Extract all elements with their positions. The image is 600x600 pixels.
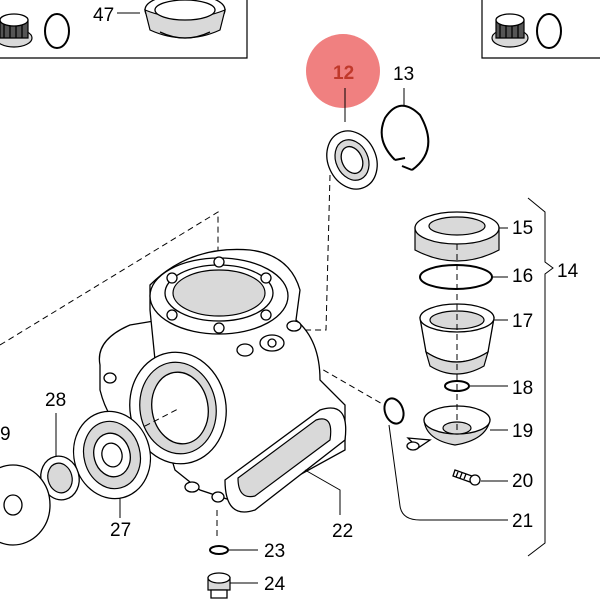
- part-13-circlip: [380, 104, 430, 171]
- part-16-o-ring: [419, 264, 493, 290]
- label-13: 13: [393, 64, 414, 85]
- label-21: 21: [512, 511, 533, 532]
- part-28-ring: [40, 455, 80, 501]
- label-16: 16: [512, 266, 533, 287]
- label-14: 14: [557, 261, 579, 282]
- label-9: 9: [0, 424, 11, 445]
- valve-cap-left: [0, 13, 33, 48]
- label-47: 47: [93, 5, 114, 26]
- part-19-cover: [406, 405, 491, 451]
- label-27: 27: [110, 520, 131, 541]
- part-12-seal: [326, 130, 378, 190]
- part-24-plug: [207, 572, 231, 599]
- valve-cap-right: [491, 13, 529, 48]
- label-17: 17: [512, 311, 533, 332]
- label-12: 12: [333, 63, 354, 84]
- inset-box-left: 47: [0, 0, 248, 59]
- part-21-o-ring: [383, 397, 405, 425]
- part-9-disc: [0, 464, 51, 546]
- label-19: 19: [512, 421, 533, 442]
- inset-box-right: [481, 0, 600, 59]
- label-15: 15: [512, 218, 533, 239]
- label-20: 20: [512, 471, 533, 492]
- o-ring-left: [44, 13, 70, 49]
- label-28: 28: [45, 390, 66, 411]
- label-23: 23: [264, 541, 285, 562]
- part-20-screw: [452, 469, 481, 486]
- label-22: 22: [332, 521, 353, 542]
- pump-housing: [0, 211, 347, 513]
- part-23-ring: [209, 545, 229, 555]
- bracket-14: [527, 197, 554, 557]
- part-18-small-o-ring: [444, 380, 470, 392]
- part-15-cap: [414, 211, 500, 262]
- label-18: 18: [512, 378, 533, 399]
- highlight-circle-12: [306, 34, 380, 108]
- label-24: 24: [264, 574, 286, 595]
- part-27-bearing: [72, 410, 152, 500]
- part-47-cup: [144, 0, 226, 39]
- o-ring-right: [536, 13, 562, 49]
